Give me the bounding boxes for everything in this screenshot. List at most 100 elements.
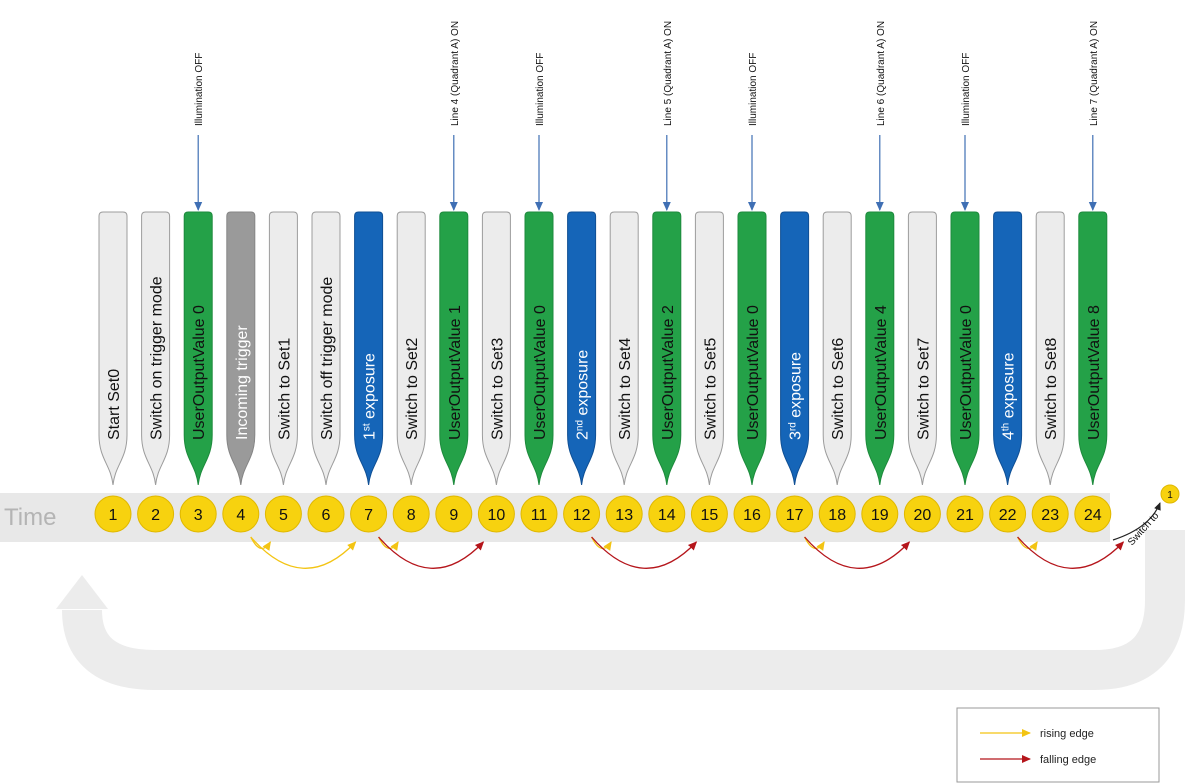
step-circle <box>477 495 515 533</box>
step-card-label: 4th exposure <box>1000 352 1018 440</box>
step-marker-4: 4 <box>222 495 260 533</box>
annotation-step-16: Illumination OFF <box>748 53 759 211</box>
step-number: 2 <box>151 507 160 524</box>
step-circle <box>520 495 558 533</box>
step-circle <box>1074 495 1112 533</box>
step-circle <box>350 495 388 533</box>
step-circle <box>605 495 643 533</box>
step-card-23: Switch to Set8 <box>1035 211 1065 486</box>
step-card-20: Switch to Set7 <box>907 211 937 486</box>
annotation-step-24: Line 7 (Quadrant A) ON <box>1088 21 1100 211</box>
annotation-text: Illumination OFF <box>535 53 546 126</box>
step-marker-2: 2 <box>137 495 175 533</box>
step-card-3: UserOutputValue 0 <box>183 211 213 486</box>
step-card-shape <box>311 211 341 486</box>
step-circle <box>435 495 473 533</box>
step-circle <box>94 495 132 533</box>
step-card-shape <box>396 211 426 486</box>
return-loop-arrowhead <box>56 575 108 609</box>
step-card-label: 1st exposure <box>361 353 379 440</box>
step-card-shape <box>950 211 980 486</box>
step-card-label: Switch to Set1 <box>276 338 293 440</box>
step-ordinal: 1 <box>362 431 379 440</box>
edge-arrow-rising <box>250 536 271 551</box>
step-circle <box>1031 495 1069 533</box>
step-number: 9 <box>449 507 458 524</box>
step-card-label: Switch to Set8 <box>1043 338 1060 440</box>
step-marker-17: 17 <box>776 495 814 533</box>
step-number: 24 <box>1084 507 1102 524</box>
legend-falling-label: falling edge <box>1040 754 1096 766</box>
step-card-shape <box>98 211 128 486</box>
step-circle <box>903 495 941 533</box>
step-number: 17 <box>786 507 804 524</box>
step-card-1: Start Set0 <box>98 211 128 486</box>
step-card-shape <box>694 211 724 486</box>
step-number: 10 <box>488 507 506 524</box>
step-number: 4 <box>236 507 245 524</box>
time-label: Time <box>4 504 56 531</box>
legend-rising-label: rising edge <box>1040 728 1094 740</box>
step-number: 19 <box>871 507 889 524</box>
step-marker-13: 13 <box>605 495 643 533</box>
step-circle <box>861 495 899 533</box>
step-marker-19: 19 <box>861 495 899 533</box>
annotation-text: Illumination OFF <box>961 53 972 126</box>
step-card-label: Switch to Set3 <box>489 338 506 440</box>
step-number: 21 <box>956 507 974 524</box>
step-circle <box>563 495 601 533</box>
step-number: 7 <box>364 507 373 524</box>
step-card-label: Switch off trigger mode <box>319 277 336 440</box>
step-card-17: 3rd exposure <box>780 211 810 486</box>
step-label-text: exposure <box>362 353 379 423</box>
step-marker-8: 8 <box>392 495 430 533</box>
step-number: 12 <box>573 507 591 524</box>
annotation-step-19: Line 6 (Quadrant A) ON <box>875 21 887 211</box>
edge-arrow-falling <box>591 536 698 569</box>
step-card-12: 2nd exposure <box>567 211 597 486</box>
step-card-shape <box>226 211 256 486</box>
step-marker-3: 3 <box>179 495 217 533</box>
return-loop <box>62 530 1185 690</box>
step-card-label: UserOutputValue 1 <box>447 305 464 440</box>
step-card-4: Incoming trigger <box>226 211 256 486</box>
step-card-label: UserOutputValue 0 <box>745 305 762 440</box>
step-card-24: UserOutputValue 8 <box>1078 211 1108 486</box>
legend-box <box>956 707 1160 783</box>
step-number: 5 <box>279 507 288 524</box>
step-card-shape <box>993 211 1023 486</box>
annotation-step-11: Illumination OFF <box>535 53 546 211</box>
step-marker-24: 24 <box>1074 495 1112 533</box>
step-card-13: Switch to Set4 <box>609 211 639 486</box>
step-circle <box>818 495 856 533</box>
step-marker-10: 10 <box>477 495 515 533</box>
step-marker-5: 5 <box>264 495 302 533</box>
step-marker-21: 21 <box>946 495 984 533</box>
step-number: 18 <box>828 507 846 524</box>
step-marker-12: 12 <box>563 495 601 533</box>
step-circle <box>648 495 686 533</box>
annotation-text: Line 6 (Quadrant A) ON <box>876 21 887 126</box>
step-card-7: 1st exposure <box>354 211 384 486</box>
step-card-18: Switch to Set6 <box>822 211 852 486</box>
step-circle <box>776 495 814 533</box>
step-circle <box>137 495 175 533</box>
step-card-shape <box>481 211 511 486</box>
loop-back-arrow <box>1112 502 1161 541</box>
annotation-step-14: Line 5 (Quadrant A) ON <box>662 21 674 211</box>
loop-target-circle <box>1160 484 1180 504</box>
annotation-step-21: Illumination OFF <box>961 53 972 211</box>
step-label-text: exposure <box>575 350 592 420</box>
step-number: 14 <box>658 507 676 524</box>
step-card-label: UserOutputValue 4 <box>873 305 890 440</box>
step-ordinal-suffix: rd <box>787 422 798 431</box>
loop-target-number: 1 <box>1167 490 1173 501</box>
step-card-label: Switch to Set4 <box>617 338 634 440</box>
annotation-text: Illumination OFF <box>748 53 759 126</box>
legend: rising edge falling edge <box>956 707 1160 783</box>
step-card-label: Start Set0 <box>106 369 123 440</box>
step-card-label: Switch to Set2 <box>404 338 421 440</box>
